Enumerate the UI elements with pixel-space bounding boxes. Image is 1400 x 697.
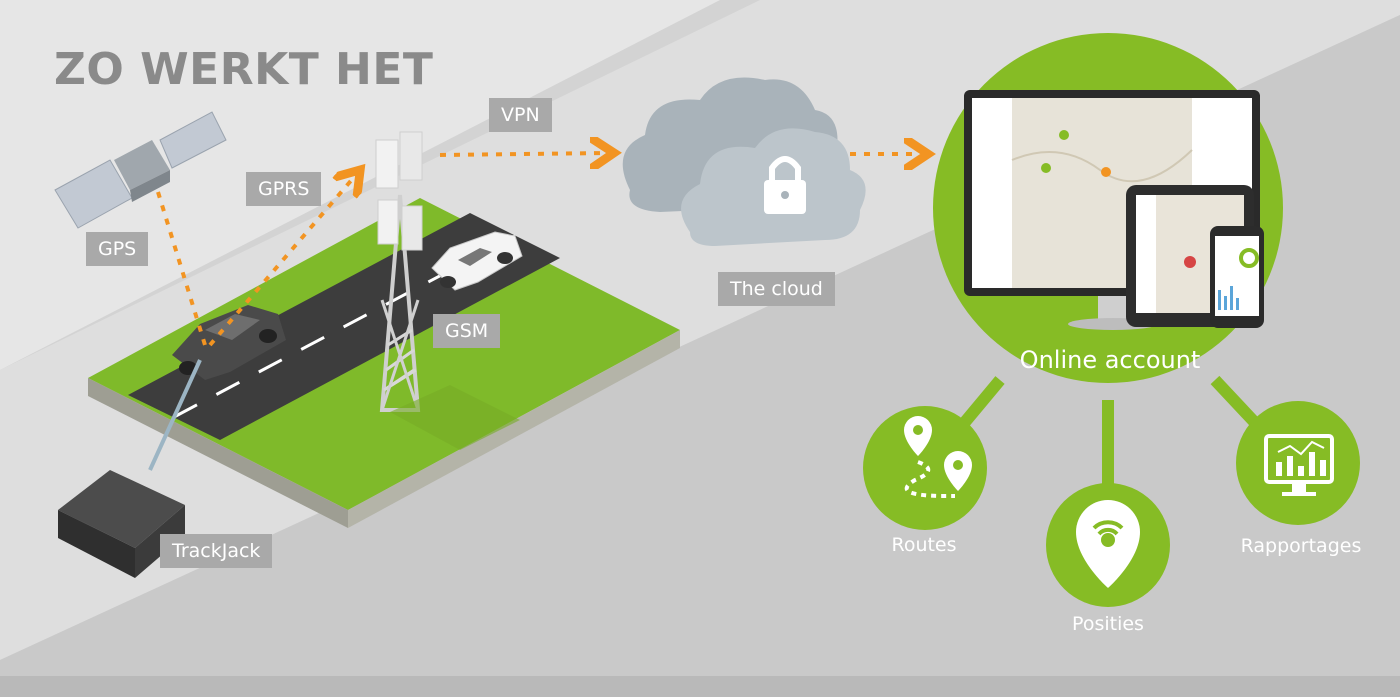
- convertible-car-icon: [431, 231, 523, 291]
- posities-label: Posities: [1072, 613, 1144, 635]
- cloud-lock-icon: [622, 77, 866, 246]
- satellite-icon: [54, 111, 227, 229]
- routes-label: Routes: [891, 534, 957, 556]
- trackjack-label: TrackJack: [160, 534, 273, 568]
- data-flow-arrows: [156, 153, 920, 347]
- cell-tower-icon: [375, 131, 520, 450]
- routes-icon: [904, 416, 972, 498]
- online-account-label: Online account: [1019, 346, 1201, 374]
- gprs-signal-arrow: [208, 176, 355, 347]
- rapportages-label: Rapportages: [1240, 535, 1362, 557]
- gps-label: GPS: [86, 232, 149, 266]
- gprs-label: GPRS: [246, 172, 322, 206]
- page-title: ZO WERKT HET: [54, 44, 434, 95]
- report-chart-icon: [1264, 434, 1334, 496]
- phone-icon: [1210, 226, 1264, 328]
- cloud-label: The cloud: [718, 272, 835, 306]
- vpn-label: VPN: [489, 98, 552, 132]
- position-pin-icon: [1076, 500, 1140, 588]
- gsm-label: GSM: [433, 314, 501, 348]
